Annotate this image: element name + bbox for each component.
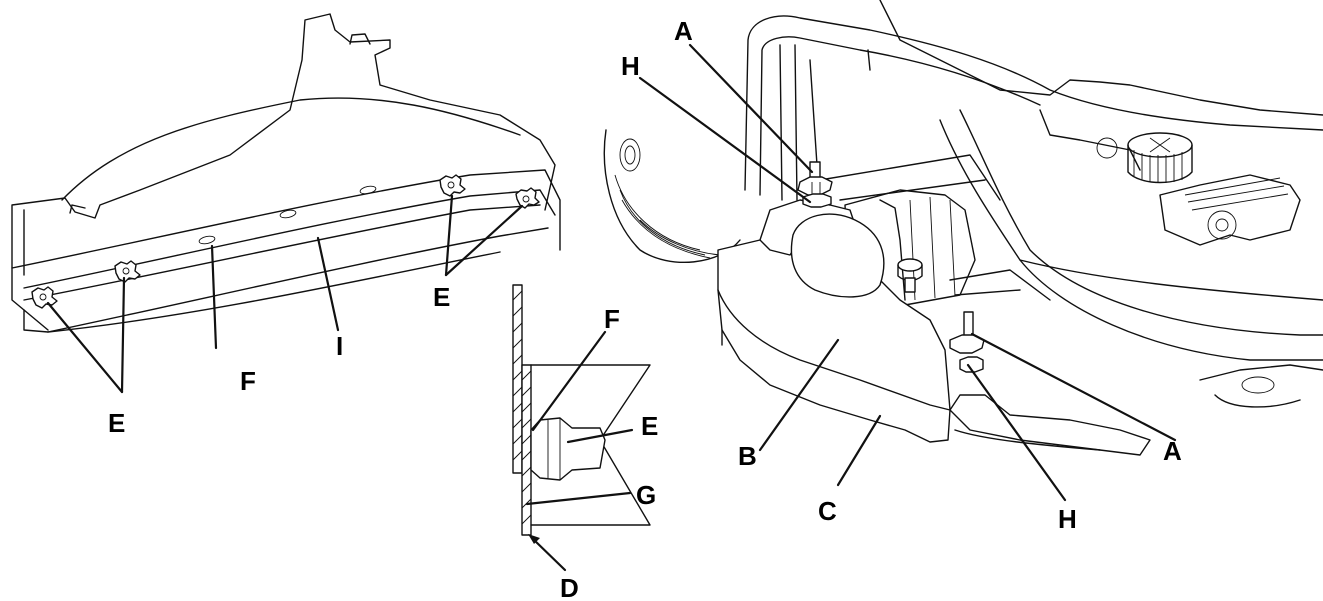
cross-section-detail bbox=[512, 284, 651, 572]
detached-squeegee-housing bbox=[11, 13, 561, 333]
label-i: I bbox=[336, 331, 343, 361]
label-d: D bbox=[560, 573, 579, 601]
label-f-left: F bbox=[240, 366, 256, 396]
knob-icon bbox=[515, 187, 540, 209]
label-a-top: A bbox=[674, 16, 693, 46]
label-e-right-housing: E bbox=[433, 282, 450, 312]
bolt-icon bbox=[797, 161, 833, 208]
leader-lines-left bbox=[46, 194, 524, 394]
callout-labels: E F I E F E G D A H B C A H bbox=[108, 16, 1182, 601]
label-e-detail: E bbox=[641, 411, 658, 441]
label-h-bottom: H bbox=[1058, 504, 1077, 534]
leader-lines-middle bbox=[525, 330, 634, 506]
label-g: G bbox=[636, 480, 656, 510]
label-f-detail: F bbox=[604, 304, 620, 334]
label-e-left: E bbox=[108, 408, 125, 438]
knob-icon bbox=[897, 258, 923, 293]
label-c: C bbox=[818, 496, 837, 526]
label-h-top: H bbox=[621, 51, 640, 81]
label-b: B bbox=[738, 441, 757, 471]
knob-icon bbox=[31, 286, 58, 309]
leader-lines-right bbox=[638, 43, 1177, 502]
bolt-icon bbox=[949, 311, 985, 373]
knob-icon bbox=[114, 260, 141, 283]
knob-icon bbox=[439, 174, 466, 197]
label-a-bottom: A bbox=[1163, 436, 1182, 466]
